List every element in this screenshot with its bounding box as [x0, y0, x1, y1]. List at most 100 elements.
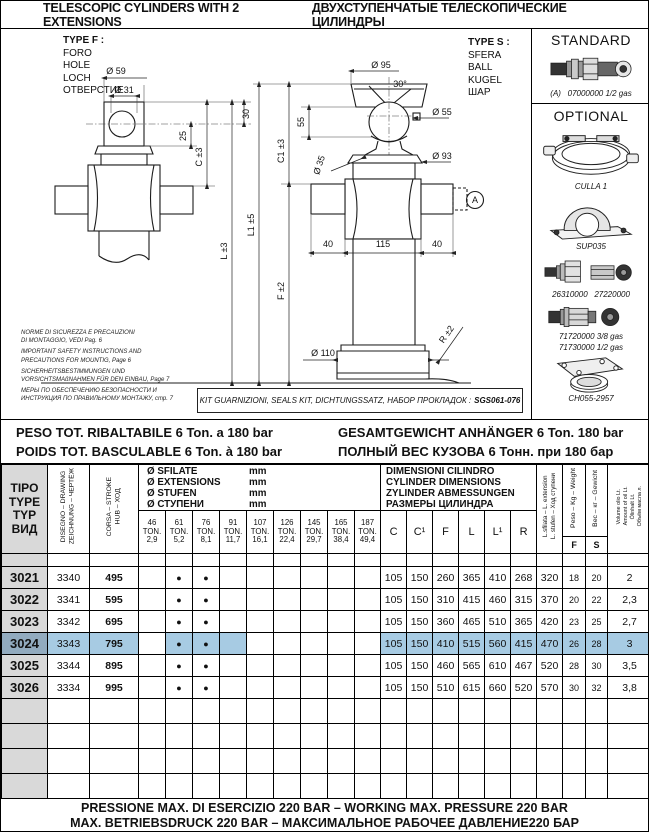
header-dim: R — [510, 510, 538, 554]
cell-drawing-no: 3340 — [47, 566, 90, 589]
cell-ext-mark — [138, 610, 166, 633]
type-s-label-block: TYPE S : SFERA BALL KUGEL ШАР — [468, 37, 510, 98]
empty-row — [1, 773, 648, 799]
cell-volume: 3,8 — [607, 676, 648, 699]
cell-dim: 150 — [406, 588, 434, 611]
type-f-label-block: TYPE F : FORO HOLE LOCH ОТВЕРСТИЕ — [63, 35, 124, 96]
dim-label: Ø 95 — [371, 60, 391, 70]
cell-weight-s: 32 — [585, 676, 609, 699]
cell-dim: 150 — [406, 632, 434, 655]
empty-row — [1, 723, 648, 749]
support-bracket-icon — [532, 196, 648, 240]
cell-dim: 105 — [380, 676, 408, 699]
cell-dim: 310 — [432, 588, 460, 611]
cell-l-extension: 420 — [536, 610, 564, 633]
cell-ext-mark — [353, 632, 382, 655]
dim-label: R ±2 — [437, 324, 456, 345]
max-pressure-line2: MAX. BETRIEBSDRUCK 220 BAR – МАКСИМАЛЬНО… — [70, 816, 579, 830]
seals-kit-code: SGS061-076 — [474, 396, 521, 405]
header-dim: L — [458, 510, 486, 554]
cell-ext-mark: ● — [192, 610, 220, 633]
cell-dim: 520 — [510, 676, 538, 699]
cell-ext-mark — [219, 566, 247, 589]
cell-dim: 460 — [432, 654, 460, 677]
cell-l-extension: 470 — [536, 632, 564, 655]
cell-ext-mark — [138, 632, 166, 655]
cell-dim: 415 — [510, 632, 538, 655]
cell-dim: 360 — [432, 610, 460, 633]
dim-label: L1 ±5 — [246, 214, 256, 236]
accessories-panel: STANDARD (A) 07000000 — [531, 29, 648, 419]
cell-weight-f: 18 — [562, 566, 587, 589]
cell-ext-mark — [300, 566, 328, 589]
weight-banner-right: GESAMTGEWICHT ANHÄNGER 6 Ton. 180 bar ПО… — [338, 425, 624, 459]
cell-drawing-no: 3342 — [47, 610, 90, 633]
cell-ext-mark — [300, 610, 328, 633]
dim-label: Ø 110 — [311, 348, 335, 358]
cell-ext-mark: ● — [165, 588, 193, 611]
cell-weight-s: 30 — [585, 654, 609, 677]
cell-dim: 365 — [510, 610, 538, 633]
cell-ext-mark — [300, 654, 328, 677]
cell-dim: 105 — [380, 632, 408, 655]
header-dim: C — [380, 510, 408, 554]
max-pressure-line1: PRESSIONE MAX. DI ESERCIZIO 220 BAR – WO… — [81, 801, 568, 815]
cell-dim: 660 — [484, 676, 512, 699]
cell-ext-mark — [273, 588, 301, 611]
cell-ext-mark — [327, 632, 355, 655]
panel-divider — [532, 103, 648, 104]
cell-dim: 510 — [484, 610, 512, 633]
cell-stroke: 795 — [89, 632, 139, 655]
cell-weight-f: 28 — [562, 654, 587, 677]
cell-stroke: 695 — [89, 610, 139, 633]
cell-ext-mark — [327, 654, 355, 677]
cell-l-extension: 520 — [536, 654, 564, 677]
header-sub-s: S — [585, 536, 609, 554]
page-title-en: TELESCOPIC CYLINDERS WITH 2 EXTENSIONS — [43, 0, 240, 29]
cell-ext-mark — [219, 632, 247, 655]
cell-ext-mark: ● — [165, 632, 193, 655]
cell-ext-mark — [353, 676, 382, 699]
cell-ext-mark: ● — [192, 588, 220, 611]
cell-drawing-no: 3343 — [47, 632, 90, 655]
cell-type: 3025 — [1, 654, 48, 677]
cell-weight-f: 30 — [562, 676, 587, 699]
cell-stroke: 595 — [89, 588, 139, 611]
dim-label: 30° — [393, 79, 407, 89]
flange-bracket-code: CH055-2957 — [568, 394, 614, 403]
cell-ext-mark — [246, 588, 274, 611]
cell-ext-mark — [246, 632, 274, 655]
type-s-title: TYPE S : — [468, 37, 510, 48]
dim-label: L ±3 — [219, 242, 229, 259]
fittings-pair-codes: 26310000 27220000 — [552, 290, 630, 299]
cell-ext-mark — [273, 654, 301, 677]
cell-dim: 467 — [510, 654, 538, 677]
culla-cradle-icon — [532, 126, 648, 182]
cell-volume: 3 — [607, 632, 648, 655]
cell-dim: 105 — [380, 654, 408, 677]
cell-ext-mark — [273, 566, 301, 589]
cell-volume: 2 — [607, 566, 648, 589]
dim-label: Ø 55 — [432, 107, 452, 117]
header-weight-f: Peso – Kg – Weight — [562, 464, 587, 537]
dim-label: 25 — [178, 131, 188, 141]
page-footer: PRESSIONE MAX. DI ESERCIZIO 220 BAR – WO… — [1, 799, 648, 831]
standard-fitting-icon — [532, 50, 648, 86]
cell-drawing-no: 3341 — [47, 588, 90, 611]
cell-ext-mark — [273, 632, 301, 655]
dim-label: 30 — [241, 109, 251, 119]
dim-label: 40 — [323, 239, 333, 249]
cell-ext-mark — [219, 654, 247, 677]
cell-ext-mark — [273, 676, 301, 699]
cell-weight-s: 22 — [585, 588, 609, 611]
dim-label: 115 — [376, 239, 390, 249]
cell-l-extension: 320 — [536, 566, 564, 589]
